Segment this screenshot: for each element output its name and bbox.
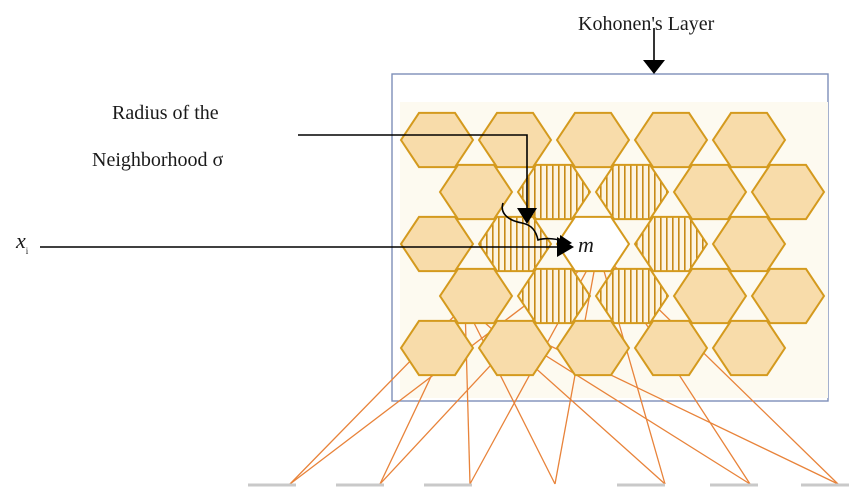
radius-label-line1: Radius of the — [112, 102, 219, 124]
connection-line — [464, 304, 556, 485]
neighborhood-neuron-hex — [594, 267, 670, 325]
neuron-hex — [555, 319, 631, 377]
neuron-hex — [438, 267, 514, 325]
input-label: xi — [15, 228, 29, 256]
radius-brace — [501, 202, 563, 242]
neuron-hex — [711, 215, 787, 273]
neuron-grid — [399, 111, 826, 377]
radius-arrow-head — [517, 208, 537, 224]
neuron-hex — [555, 111, 631, 169]
connection-line — [464, 304, 471, 485]
neuron-hex — [438, 163, 514, 221]
neighborhood-neuron-hex — [594, 163, 670, 221]
radius-arrow-shaft — [298, 134, 528, 208]
neighborhood-neuron-hex — [516, 163, 592, 221]
neuron-hex — [399, 319, 475, 377]
neuron-hex — [750, 267, 826, 325]
layer-arrow-head — [643, 60, 665, 74]
neuron-hex — [750, 163, 826, 221]
input-arrow-head — [557, 237, 574, 257]
neuron-hex — [672, 267, 748, 325]
neuron-hex — [399, 111, 475, 169]
neighborhood-neuron-hex — [516, 267, 592, 325]
neuron-hex — [711, 111, 787, 169]
neuron-hex — [711, 319, 787, 377]
neuron-hex — [633, 319, 709, 377]
neuron-hex — [672, 163, 748, 221]
neuron-hex — [477, 111, 553, 169]
kohonen-layer-label: Kohonen's Layer — [578, 13, 715, 35]
neighborhood-neuron-hex — [633, 215, 709, 273]
radius-label-line2: Neighborhood σ — [92, 149, 224, 171]
winner-neuron-label: m — [578, 232, 594, 257]
neuron-hex — [477, 319, 553, 377]
neuron-hex — [399, 215, 475, 273]
neuron-hex — [633, 111, 709, 169]
